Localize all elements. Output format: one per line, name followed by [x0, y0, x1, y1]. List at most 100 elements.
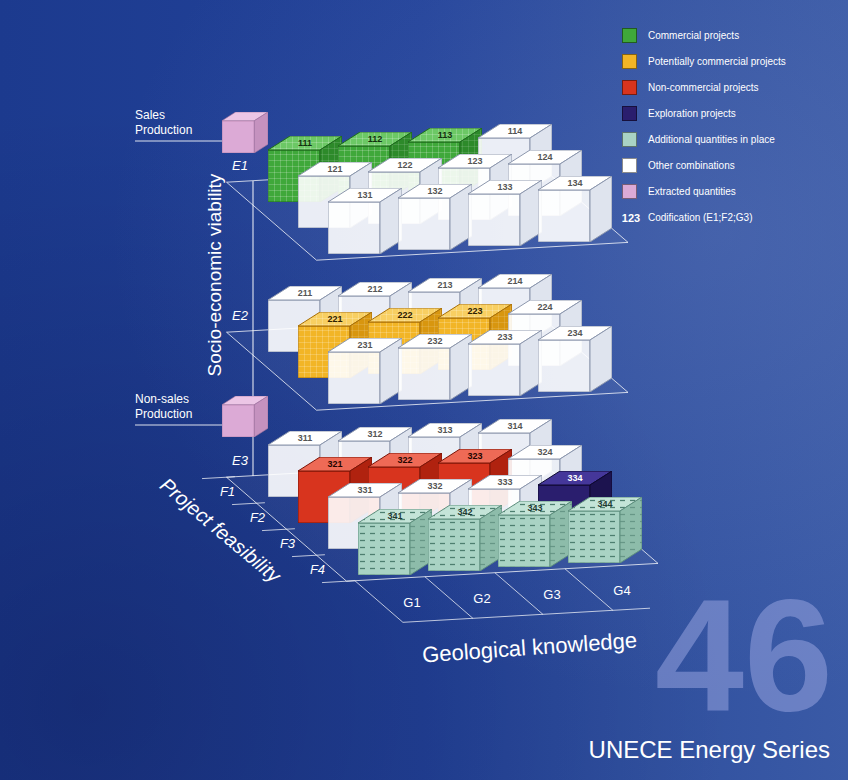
resource-cube: 133: [468, 180, 542, 246]
resource-cube: 344: [568, 497, 642, 563]
volume-number: 46: [655, 575, 833, 735]
axis-line: [135, 141, 222, 142]
extracted-quantity-cube: Sales Production: [135, 108, 268, 153]
axis-class: G2: [473, 591, 490, 606]
cube-code: 344: [568, 497, 642, 511]
legend-text: Other combinations: [648, 158, 735, 173]
axis-line: [355, 581, 403, 623]
cube-code: 112: [338, 132, 412, 146]
cube-code: 212: [338, 282, 412, 296]
axis-line: [495, 573, 543, 615]
cube-code: 332: [398, 479, 472, 493]
cube-code: 122: [368, 158, 442, 172]
production-label: Non-sales Production: [135, 392, 219, 422]
cube-code: 233: [468, 330, 542, 344]
cube-outline: [222, 112, 268, 153]
cube-code: 132: [398, 184, 472, 198]
axis-class: F2: [250, 510, 265, 525]
cube-code: 331: [328, 483, 402, 497]
cube-outline: [222, 396, 268, 437]
legend-text: Extracted quantities: [648, 184, 736, 199]
cube-code: 223: [438, 304, 512, 318]
cube-code: 311: [268, 431, 342, 445]
legend-swatch: [622, 28, 637, 43]
cube-code: 111: [268, 136, 342, 150]
axis-line: [135, 425, 222, 426]
legend-text: Potentially commercial projects: [648, 54, 786, 69]
axis-class: G1: [403, 595, 420, 610]
resource-cube: 342: [428, 505, 502, 571]
cube-code: 114: [478, 124, 552, 138]
cube-code: 333: [468, 475, 542, 489]
cube-code: 221: [298, 312, 372, 326]
cube-code: 214: [478, 274, 552, 288]
resource-cube: 231: [328, 338, 402, 404]
axis-class: E1: [232, 158, 248, 173]
axis-class: G4: [613, 583, 630, 598]
axis-line: [202, 477, 235, 479]
cube-code: 314: [478, 419, 552, 433]
axis-line: [565, 569, 613, 611]
resource-cube: 341: [358, 509, 432, 575]
legend-text: Commercial projects: [648, 28, 739, 43]
resource-cube: 134: [538, 176, 612, 242]
cube-code: 313: [408, 423, 482, 437]
axis-class: E2: [232, 308, 248, 323]
resource-cube: 343: [498, 501, 572, 567]
axis-class: F4: [310, 562, 325, 577]
axis-line: [292, 555, 325, 557]
cube-code: 343: [498, 501, 572, 515]
cube-code: 113: [408, 128, 482, 142]
legend-swatch: [622, 184, 637, 199]
axis-class: F1: [220, 484, 235, 499]
cube-code: 121: [298, 162, 372, 176]
legend-swatch: [622, 54, 637, 69]
cube-code: 232: [398, 334, 472, 348]
axis-line: [403, 608, 650, 622]
cube-code: 224: [508, 300, 582, 314]
legend-text: Additional quantities in place: [648, 132, 775, 147]
axis-class: F3: [280, 536, 295, 551]
cube-code: 312: [338, 427, 412, 441]
axis-line: [262, 529, 295, 531]
cube-code: 324: [508, 445, 582, 459]
cube-code: 334: [538, 471, 612, 485]
cube-code: 342: [428, 505, 502, 519]
legend-swatch: [622, 132, 637, 147]
resource-cube: 232: [398, 334, 472, 400]
series-title: UNECE Energy Series: [589, 736, 830, 764]
axis-class: G3: [543, 587, 560, 602]
resource-cube: 132: [398, 184, 472, 250]
cube-code: 222: [368, 308, 442, 322]
cube-holder: [222, 112, 268, 153]
cube-code: 134: [538, 176, 612, 190]
legend-swatch: [622, 80, 637, 95]
cube-code: 211: [268, 286, 342, 300]
production-label: Sales Production: [135, 108, 219, 138]
extracted-quantity-cube: Non-sales Production: [135, 392, 268, 437]
cube-code: 123: [438, 154, 512, 168]
legend-text: Codification (E1;F2;G3): [648, 210, 753, 225]
axis-title: Socio-economic viability: [205, 174, 225, 377]
legend-text: Exploration projects: [648, 106, 736, 121]
legend-swatch: [622, 158, 637, 173]
cube-code: 213: [408, 278, 482, 292]
cube-holder: [222, 396, 268, 437]
resource-cube: 131: [328, 188, 402, 254]
cube-code: 131: [328, 188, 402, 202]
axis-line: [232, 503, 265, 505]
cube-code: 234: [538, 326, 612, 340]
axis-line: [322, 581, 355, 583]
cube-code: 133: [468, 180, 542, 194]
cube-code: 322: [368, 453, 442, 467]
code-sample: 123: [622, 212, 640, 224]
legend-swatch: [622, 106, 637, 121]
cube-code: 341: [358, 509, 432, 523]
resource-cube: 233: [468, 330, 542, 396]
cube-code: 321: [298, 457, 372, 471]
axis-line: [425, 577, 473, 619]
cube-code: 124: [508, 150, 582, 164]
resource-cube: 234: [538, 326, 612, 392]
cube-code: 231: [328, 338, 402, 352]
